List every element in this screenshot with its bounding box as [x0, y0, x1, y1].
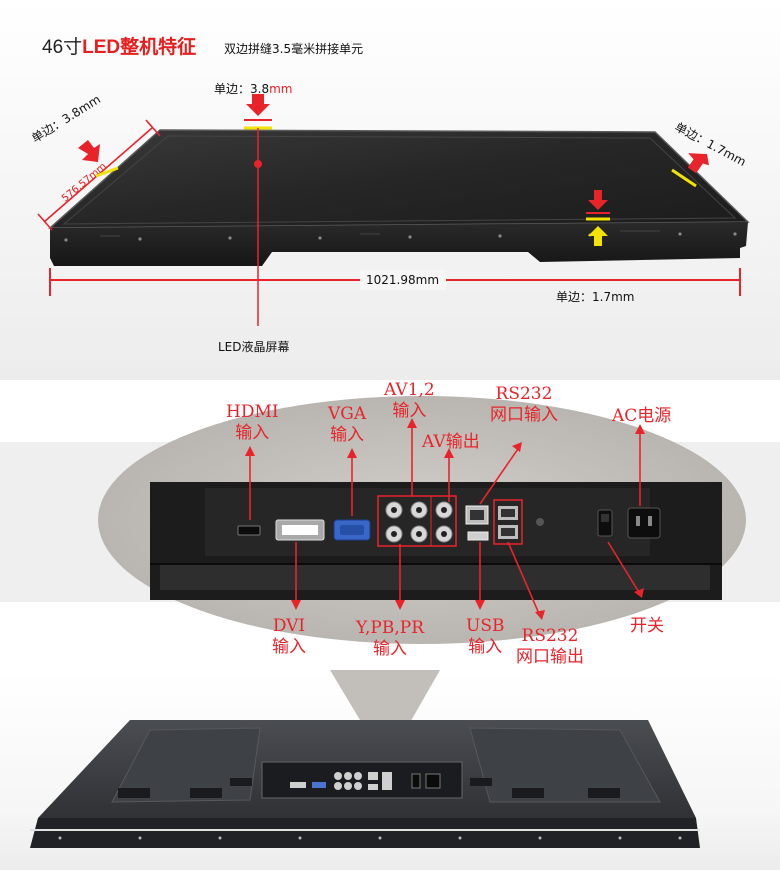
top-edge-label: 单边：3.8mm — [214, 82, 293, 96]
page-title: 46寸LED整机特征 — [42, 37, 197, 58]
switch-label: 开关 — [630, 616, 664, 636]
panel-illustration — [37, 94, 750, 326]
rca-connectors — [385, 501, 453, 543]
arrow-down-icon — [588, 190, 608, 210]
dimension-section: 46寸LED整机特征 双边拼缝3.5毫米拼接单元 — [0, 0, 780, 380]
rear-view-section — [0, 670, 780, 870]
hdmi-port — [237, 525, 261, 536]
arrow-down-icon — [246, 94, 270, 116]
width-label: 1021.98mm — [366, 273, 440, 287]
usb-port — [467, 531, 489, 541]
page-subtitle: 双边拼缝3.5毫米拼接单元 — [224, 42, 364, 56]
av-output-label: AV输出 — [422, 432, 480, 452]
bottom-edge-label: 单边：1.7mm — [556, 290, 635, 304]
zoom-bubble-tail — [330, 670, 440, 740]
ac-power-label: AC电源 — [612, 406, 672, 426]
panel-screen — [48, 129, 750, 229]
arrow-left-icon — [687, 153, 709, 174]
arrow-down-icon — [78, 140, 100, 162]
screen-label: LED液晶屏幕 — [218, 340, 290, 354]
power-switch — [597, 509, 613, 537]
screen-pointer-dot — [254, 160, 262, 168]
panel-front-edge — [50, 222, 748, 266]
rear-view-illustration — [30, 670, 700, 848]
ac-power-socket — [627, 507, 661, 539]
port-panel-illustration — [0, 396, 780, 644]
arrow-up-icon — [588, 226, 608, 246]
